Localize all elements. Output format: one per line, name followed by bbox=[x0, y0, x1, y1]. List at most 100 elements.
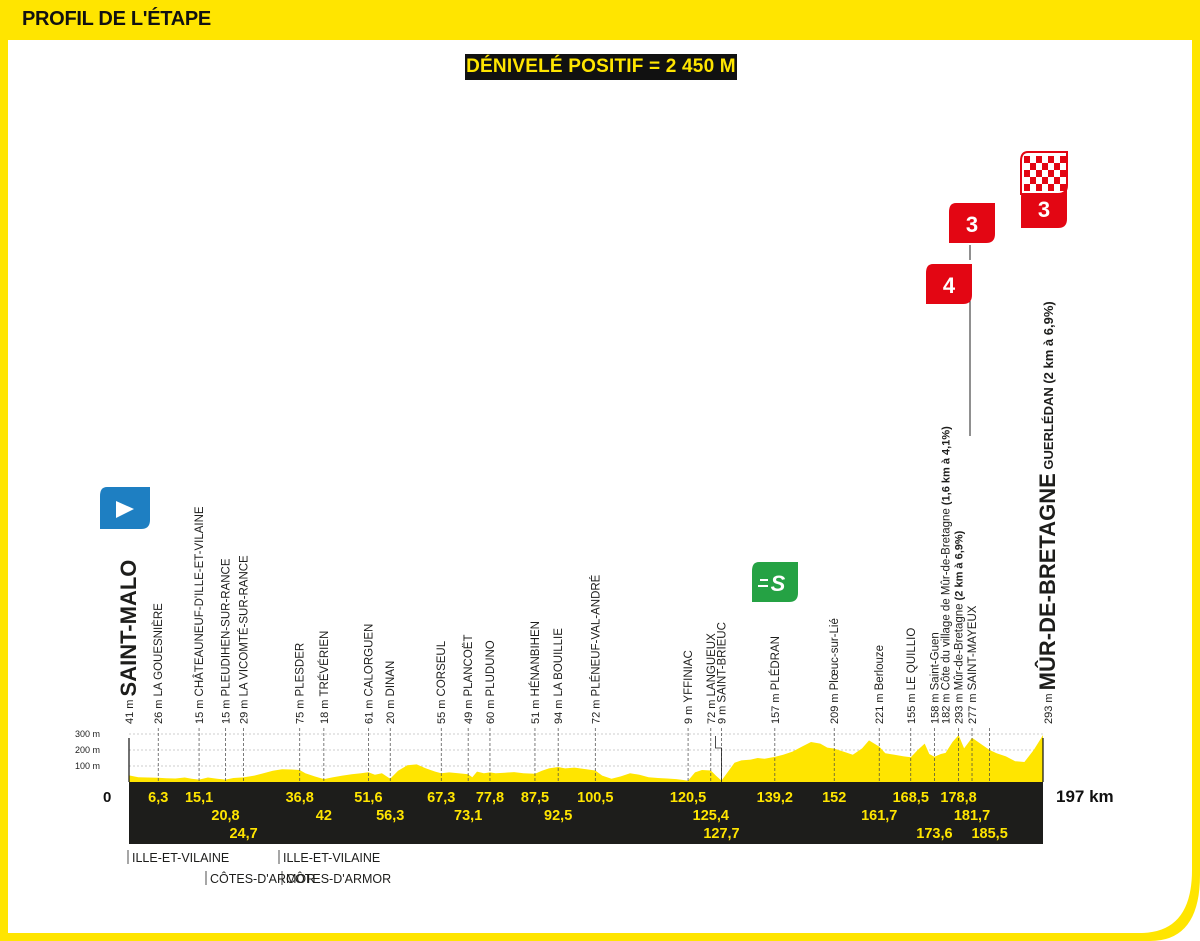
place-name: DINAN bbox=[385, 661, 397, 697]
finish-checker-cell bbox=[1030, 163, 1036, 170]
km-marker-label: 185,5 bbox=[971, 826, 1007, 842]
place-label: 9 m SAINT-BRIEUC bbox=[716, 622, 728, 724]
place-label: 60 m PLUDUNO bbox=[485, 640, 497, 724]
sprint-flag-label: S bbox=[771, 571, 786, 596]
place-altitude: 72 m bbox=[590, 696, 602, 724]
place-altitude: 72 m bbox=[706, 696, 718, 724]
place-name: CORSEUL bbox=[436, 640, 448, 696]
place-altitude: 60 m bbox=[485, 696, 497, 724]
place-name: LA VICOMTÉ-SUR-RANCE bbox=[238, 555, 251, 697]
place-altitude: 221 m bbox=[874, 690, 886, 724]
climb-detail: GUERLÉDAN (2 km à 6,9%) bbox=[1041, 301, 1056, 473]
place-altitude: 61 m bbox=[363, 696, 375, 724]
place-label: 26 m LA GOUESNIÈRE bbox=[152, 603, 165, 724]
km-marker-label: 181,7 bbox=[954, 808, 990, 824]
place-label: 157 m PLÉDRAN bbox=[769, 636, 782, 724]
place-altitude: 15 m bbox=[221, 696, 233, 724]
place-name: HÉNANBIHEN bbox=[529, 621, 542, 696]
place-name: PLUDUNO bbox=[485, 640, 497, 696]
region-label: ILLE-ET-VILAINE bbox=[283, 851, 380, 865]
place-name-major: 293 m MÛR-DE-BRETAGNE GUERLÉDAN (2 km à … bbox=[1035, 301, 1060, 724]
place-name: SAINT-MAYEUX bbox=[967, 605, 979, 690]
km-marker-label: 67,3 bbox=[427, 790, 455, 806]
km-marker-label: 120,5 bbox=[670, 790, 706, 806]
place-label: 15 m PLEUDIHEN-SUR-RANCE bbox=[221, 558, 233, 724]
climb-detail: (1,6 km à 4,1%) bbox=[941, 426, 953, 508]
place-altitude: 29 m bbox=[239, 696, 251, 724]
place-name: CHÂTEAUNEUF-D'ILLE-ET-VILAINE bbox=[193, 506, 206, 696]
finish-checker-cell bbox=[1036, 170, 1042, 177]
place-altitude: 9 m bbox=[716, 703, 728, 724]
climb-category-label: 3 bbox=[1038, 197, 1050, 222]
km-marker-label: 42 bbox=[316, 808, 332, 824]
place-altitude: 18 m bbox=[319, 696, 331, 724]
climb-detail: (2 km à 6,9%) bbox=[954, 530, 966, 603]
place-label: 155 m LE QUILLIO bbox=[906, 628, 918, 724]
place-altitude: 157 m bbox=[770, 690, 782, 724]
km-marker-label: 139,2 bbox=[757, 790, 793, 806]
elevation-gain-badge: DÉNIVELÉ POSITIF = 2 450 M bbox=[465, 54, 737, 80]
climb-category-flag bbox=[949, 203, 995, 243]
place-name: Mûr-de-Bretagne bbox=[954, 603, 966, 690]
place-name: SAINT-BRIEUC bbox=[716, 622, 728, 703]
place-altitude: 293 m bbox=[1043, 690, 1055, 724]
place-label: 94 m LA BOUILLIE bbox=[553, 628, 565, 724]
place-name: PLÉDRAN bbox=[769, 636, 782, 690]
finish-checker-cell bbox=[1060, 170, 1066, 177]
x-start-label: 0 bbox=[103, 789, 111, 806]
place-label: 61 m CALORGUEN bbox=[363, 624, 375, 724]
place-name: LA BOUILLIE bbox=[553, 628, 565, 697]
finish-checker-cell bbox=[1042, 177, 1048, 184]
place-label: 75 m PLESDER bbox=[295, 643, 307, 724]
climb-category-label: 3 bbox=[966, 212, 978, 237]
y-tick-label: 200 m bbox=[75, 745, 100, 755]
place-altitude: 20 m bbox=[385, 696, 397, 724]
place-name: LE QUILLIO bbox=[906, 628, 918, 691]
place-name: PLEUDIHEN-SUR-RANCE bbox=[221, 558, 233, 696]
place-name: YFFINIAC bbox=[683, 650, 695, 702]
place-altitude: 9 m bbox=[683, 703, 695, 724]
place-altitude: 51 m bbox=[530, 696, 542, 724]
finish-checker-cell bbox=[1024, 170, 1030, 177]
place-altitude: 155 m bbox=[906, 690, 918, 724]
place-name: CALORGUEN bbox=[363, 624, 375, 697]
finish-checker-cell bbox=[1024, 184, 1030, 191]
sprint-flag bbox=[752, 562, 798, 602]
finish-checker-cell bbox=[1030, 177, 1036, 184]
km-marker-label: 127,7 bbox=[703, 826, 739, 842]
place-label: 20 m DINAN bbox=[385, 661, 397, 724]
km-marker-label: 87,5 bbox=[521, 790, 549, 806]
place-elbow-line bbox=[715, 736, 722, 782]
km-marker-label: 6,3 bbox=[148, 790, 168, 806]
km-marker-label: 168,5 bbox=[893, 790, 929, 806]
place-name: Plœuc-sur-Lié bbox=[829, 618, 841, 690]
place-name: PLANCOËT bbox=[463, 634, 475, 696]
place-label: 293 m Mûr-de-Bretagne (2 km à 6,9%) bbox=[954, 530, 966, 724]
place-name: LANGUEUX bbox=[706, 633, 718, 697]
place-altitude: 15 m bbox=[194, 696, 206, 724]
km-marker-label: 125,4 bbox=[693, 808, 729, 824]
finish-checker-cell bbox=[1036, 156, 1042, 163]
km-marker-label: 15,1 bbox=[185, 790, 213, 806]
place-altitude: 94 m bbox=[553, 696, 565, 724]
region-label: ILLE-ET-VILAINE bbox=[132, 851, 229, 865]
y-tick-label: 300 m bbox=[75, 729, 100, 739]
place-label: 72 m LANGUEUX bbox=[706, 633, 718, 724]
km-marker-label: 36,8 bbox=[286, 790, 314, 806]
finish-checker-cell bbox=[1042, 163, 1048, 170]
elevation-profile-area bbox=[129, 735, 1043, 782]
place-label: 277 m SAINT-MAYEUX bbox=[967, 605, 979, 724]
finish-checker-cell bbox=[1048, 184, 1054, 191]
km-marker-label: 178,8 bbox=[940, 790, 976, 806]
km-marker-label: 51,6 bbox=[354, 790, 382, 806]
km-marker-label: 100,5 bbox=[577, 790, 613, 806]
place-label: 209 m Plœuc-sur-Lié bbox=[829, 618, 841, 724]
place-altitude: 41 m bbox=[124, 696, 136, 724]
km-marker-label: 20,8 bbox=[211, 808, 239, 824]
km-marker-label: 161,7 bbox=[861, 808, 897, 824]
place-altitude: 26 m bbox=[153, 696, 165, 724]
place-label: 18 m TRÉVÉRIEN bbox=[318, 631, 331, 724]
place-label: 72 m PLÉNEUF-VAL-ANDRÉ bbox=[589, 574, 602, 724]
